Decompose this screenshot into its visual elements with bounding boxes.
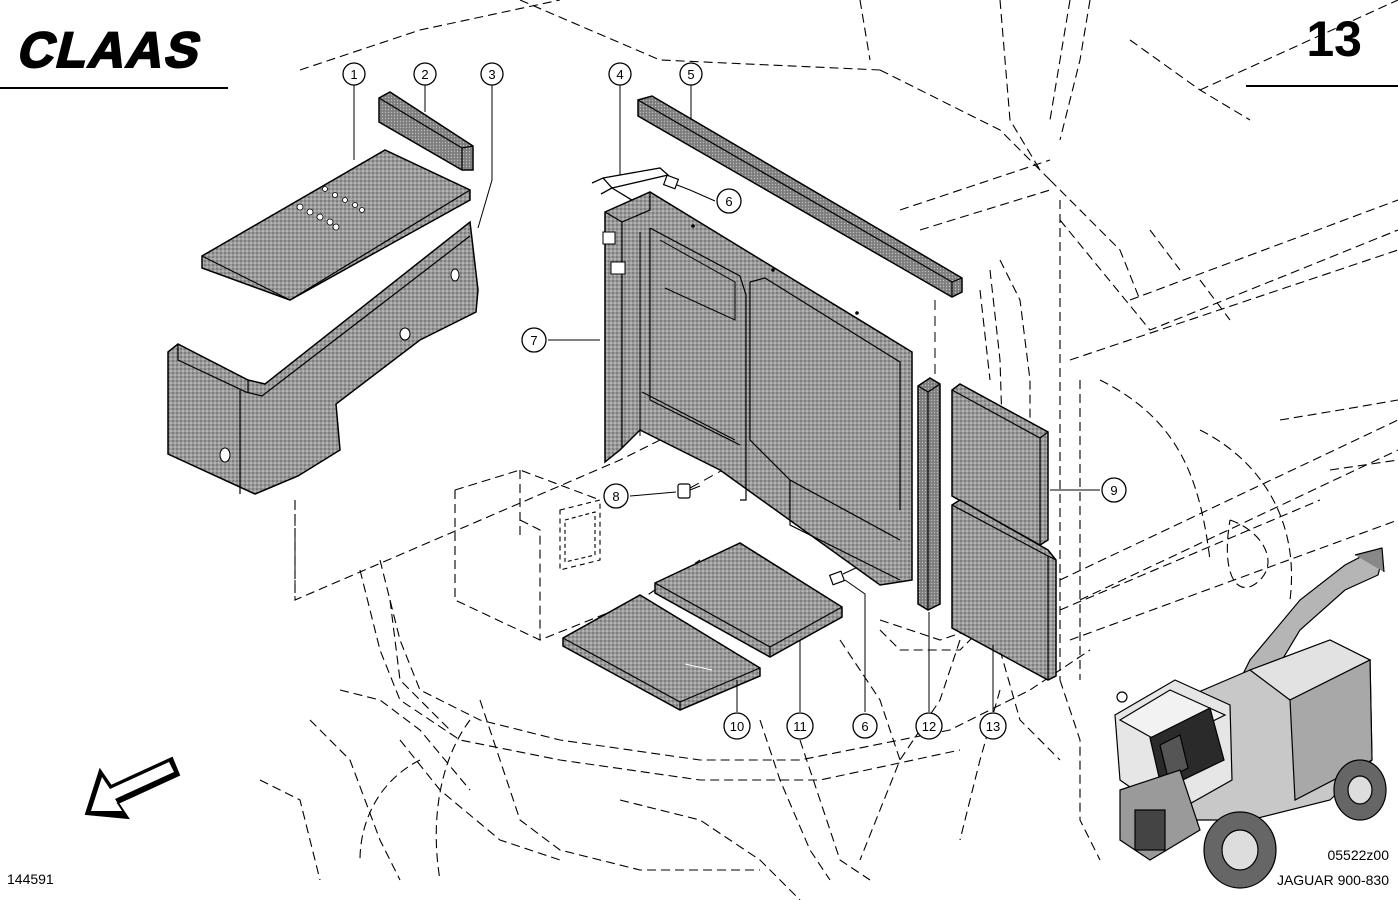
callout-9-circle xyxy=(1101,477,1127,503)
callout-6: 6 xyxy=(725,194,732,209)
callout-13: 13 xyxy=(986,719,1000,734)
callout-5: 5 xyxy=(687,67,694,82)
callout-3-circle xyxy=(480,62,504,86)
callout-4: 4 xyxy=(616,67,623,82)
callout-5-circle xyxy=(679,62,703,86)
callout-11-circle xyxy=(786,712,814,740)
callout-11: 11 xyxy=(793,719,807,734)
callout-2: 2 xyxy=(421,67,428,82)
forage-harvester-icon xyxy=(1114,547,1387,889)
callout-12-circle xyxy=(915,712,943,740)
callout-13-circle xyxy=(979,712,1007,740)
callout-9: 9 xyxy=(1110,483,1117,498)
callout-2-circle xyxy=(413,62,437,86)
callout-12: 12 xyxy=(922,719,936,734)
screw-6-bottom xyxy=(828,565,861,586)
part-11-floor-mat xyxy=(654,542,843,658)
callout-1-circle xyxy=(342,62,366,86)
part-13-side-panel-lower xyxy=(951,499,1057,681)
svg-text:CLAAS: CLAAS xyxy=(13,22,209,78)
callout-8: 8 xyxy=(612,489,619,504)
arrow-down-left-icon xyxy=(84,756,181,820)
callout-7-circle xyxy=(521,327,547,353)
model-name: JAGUAR 900-830 xyxy=(1277,872,1389,888)
part-1-roof-panel xyxy=(201,149,471,301)
part-2-trim-strip xyxy=(378,91,474,171)
part-3-side-trim xyxy=(167,220,479,495)
page-number: 13 xyxy=(1306,11,1362,67)
callout-6b-circle xyxy=(852,713,878,739)
callout-10-circle xyxy=(723,712,751,740)
leader-lines xyxy=(353,85,1100,712)
part-10-floor-mat xyxy=(562,594,761,711)
callout-3: 3 xyxy=(488,67,495,82)
callout-1: 1 xyxy=(350,67,357,82)
part-5-header-strip xyxy=(637,95,963,298)
callout-10: 10 xyxy=(730,719,744,734)
callout-6-circle xyxy=(716,188,742,214)
callouts xyxy=(342,62,1127,740)
claas-logo: CLAAS xyxy=(12,21,210,79)
callout-7: 7 xyxy=(530,333,537,348)
callout-6b: 6 xyxy=(861,719,868,734)
screw-6-top xyxy=(662,174,691,191)
drawing-number: 144591 xyxy=(7,871,54,887)
part-7-rear-panel xyxy=(602,191,913,586)
figure-code: 05522z00 xyxy=(1327,847,1389,863)
callout-4-circle xyxy=(608,62,632,86)
callout-8-circle xyxy=(603,483,629,509)
part-12-vertical-strip xyxy=(917,377,941,611)
screw-8 xyxy=(677,483,701,499)
part-9-side-panel-upper xyxy=(951,383,1049,546)
